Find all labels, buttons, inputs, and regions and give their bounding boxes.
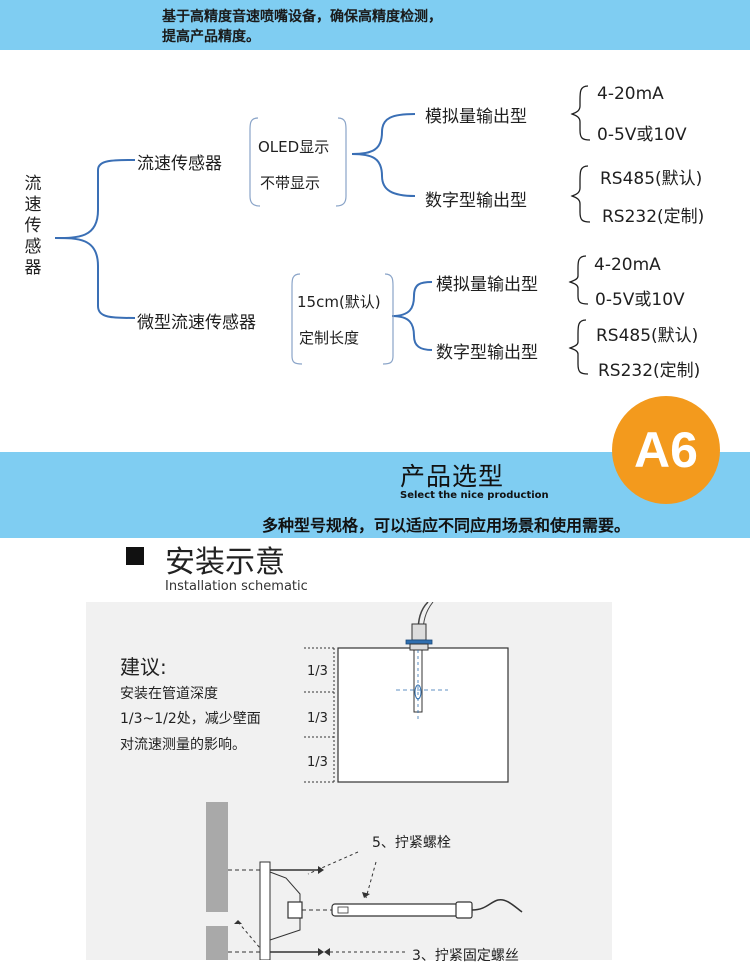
b-digital-output-type: 数字型输出型 bbox=[436, 343, 538, 363]
display-option-oled: OLED显示 bbox=[258, 138, 330, 156]
tree-root-label: 流速传感器 bbox=[24, 174, 42, 278]
bullet-square-icon bbox=[126, 547, 144, 565]
length-option-custom: 定制长度 bbox=[299, 329, 360, 347]
b-analog-output-type: 模拟量输出型 bbox=[436, 275, 538, 295]
callout-tighten-bolts: 5、拧紧螺栓 bbox=[372, 835, 451, 851]
depth-mark-2: 1/3 bbox=[307, 711, 328, 726]
top-banner: 基于高精度音速喷嘴设备，确保高精度检测， 提高产品精度。 bbox=[0, 0, 750, 50]
branch-flow-sensor: 流速传感器 bbox=[137, 154, 222, 174]
advice-title: 建议: bbox=[120, 655, 167, 679]
a-digital-opt-1: RS485(默认) bbox=[600, 169, 703, 189]
installation-title: 安装示意 bbox=[165, 545, 285, 580]
depth-mark-3: 1/3 bbox=[307, 755, 328, 770]
b-analog-opt-1: 4-20mA bbox=[594, 255, 661, 275]
a-analog-output-type: 模拟量输出型 bbox=[425, 107, 527, 127]
advice-line-2: 1/3~1/2处，减少壁面 bbox=[120, 711, 261, 727]
selection-tree-lines bbox=[54, 85, 591, 375]
callout-tighten-fixing-screw: 3、拧紧固定螺丝 bbox=[412, 948, 519, 964]
sensor-flange bbox=[405, 639, 433, 645]
section-badge: A6 bbox=[612, 396, 720, 504]
b-digital-opt-1: RS485(默认) bbox=[596, 326, 699, 346]
a-analog-opt-1: 4-20mA bbox=[597, 84, 664, 104]
product-selection-subtitle: Select the nice production bbox=[400, 490, 549, 501]
pipe-wall-lower bbox=[206, 926, 228, 960]
advice-line-3: 对流速测量的影响。 bbox=[120, 737, 246, 753]
depth-mark-1: 1/3 bbox=[307, 664, 328, 679]
a-analog-opt-2: 0-5V或10V bbox=[597, 125, 687, 145]
b-digital-opt-2: RS232(定制) bbox=[598, 361, 701, 381]
sensor-body bbox=[331, 903, 473, 917]
advice-line-1: 安装在管道深度 bbox=[120, 686, 218, 702]
banner-line-1: 基于高精度音速喷嘴设备，确保高精度检测， bbox=[162, 9, 442, 25]
a-digital-opt-2: RS232(定制) bbox=[602, 207, 705, 227]
b-analog-opt-2: 0-5V或10V bbox=[595, 290, 685, 310]
display-option-none: 不带显示 bbox=[260, 174, 321, 192]
product-selection-title: 产品选型 bbox=[400, 462, 505, 491]
branch-micro-flow-sensor: 微型流速传感器 bbox=[137, 313, 256, 333]
pipe-section bbox=[337, 647, 509, 783]
pipe-wall-upper bbox=[206, 802, 228, 912]
product-selection-description: 多种型号规格，可以适应不同应用场景和使用需要。 bbox=[262, 516, 631, 535]
banner-line-2: 提高产品精度。 bbox=[162, 29, 260, 45]
length-option-15cm: 15cm(默认) bbox=[297, 293, 381, 311]
installation-diagram bbox=[206, 602, 523, 960]
a-digital-output-type: 数字型输出型 bbox=[425, 191, 527, 211]
installation-subtitle: Installation schematic bbox=[165, 579, 308, 594]
